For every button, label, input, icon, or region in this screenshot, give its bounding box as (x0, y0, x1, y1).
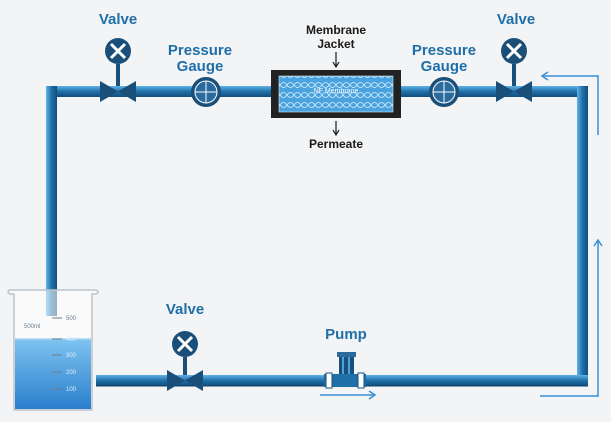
pump-icon (324, 352, 366, 389)
pressure-gauge-left-icon (191, 77, 221, 107)
beaker-tick-100: 100 (66, 387, 77, 393)
membrane-housing (271, 70, 401, 118)
pressure-gauge-left-line1: Pressure (167, 42, 233, 59)
beaker-volume-label: 500ml (24, 324, 40, 330)
pressure-gauge-left-line2: Gauge (176, 58, 224, 75)
pipe-right (577, 86, 588, 386)
permeate-label: Permeate (308, 137, 364, 151)
flow-arrow-right-upper (540, 71, 599, 135)
pressure-gauge-right-label: Pressure Gauge (399, 43, 489, 75)
pressure-gauge-right-icon (429, 77, 459, 107)
valve-top-left-label: Valve (98, 11, 138, 28)
beaker-tick-500: 500 (66, 316, 77, 322)
membrane-jacket-line1: Membrane (305, 23, 367, 37)
valve-bottom-label: Valve (165, 301, 205, 318)
beaker-icon: 500ml 500 400 300 200 100 (7, 289, 99, 411)
valve-top-left-icon (100, 38, 136, 102)
pump-label: Pump (325, 326, 367, 343)
valve-bottom-icon (167, 331, 203, 391)
pipe-left (46, 86, 57, 316)
permeate-arrow-icon (332, 121, 340, 137)
pressure-gauge-left-label: Pressure Gauge (155, 43, 245, 75)
valve-top-right-icon (496, 38, 532, 102)
beaker-tick-400: 400 (66, 337, 77, 343)
beaker-tick-200: 200 (66, 370, 77, 376)
pressure-gauge-right-line2: Gauge (420, 58, 468, 75)
beaker-tick-300: 300 (66, 353, 77, 359)
pressure-gauge-right-line1: Pressure (411, 42, 477, 59)
nf-membrane-label: NF Membrane (313, 88, 359, 95)
jacket-arrow-icon (332, 52, 340, 69)
valve-top-right-label: Valve (496, 11, 536, 28)
flow-arrow-right-lower (540, 238, 603, 397)
membrane-jacket-line2: Jacket (317, 37, 355, 51)
membrane-jacket-label: Membrane Jacket (291, 23, 381, 51)
flow-arrow-bottom (320, 390, 377, 400)
